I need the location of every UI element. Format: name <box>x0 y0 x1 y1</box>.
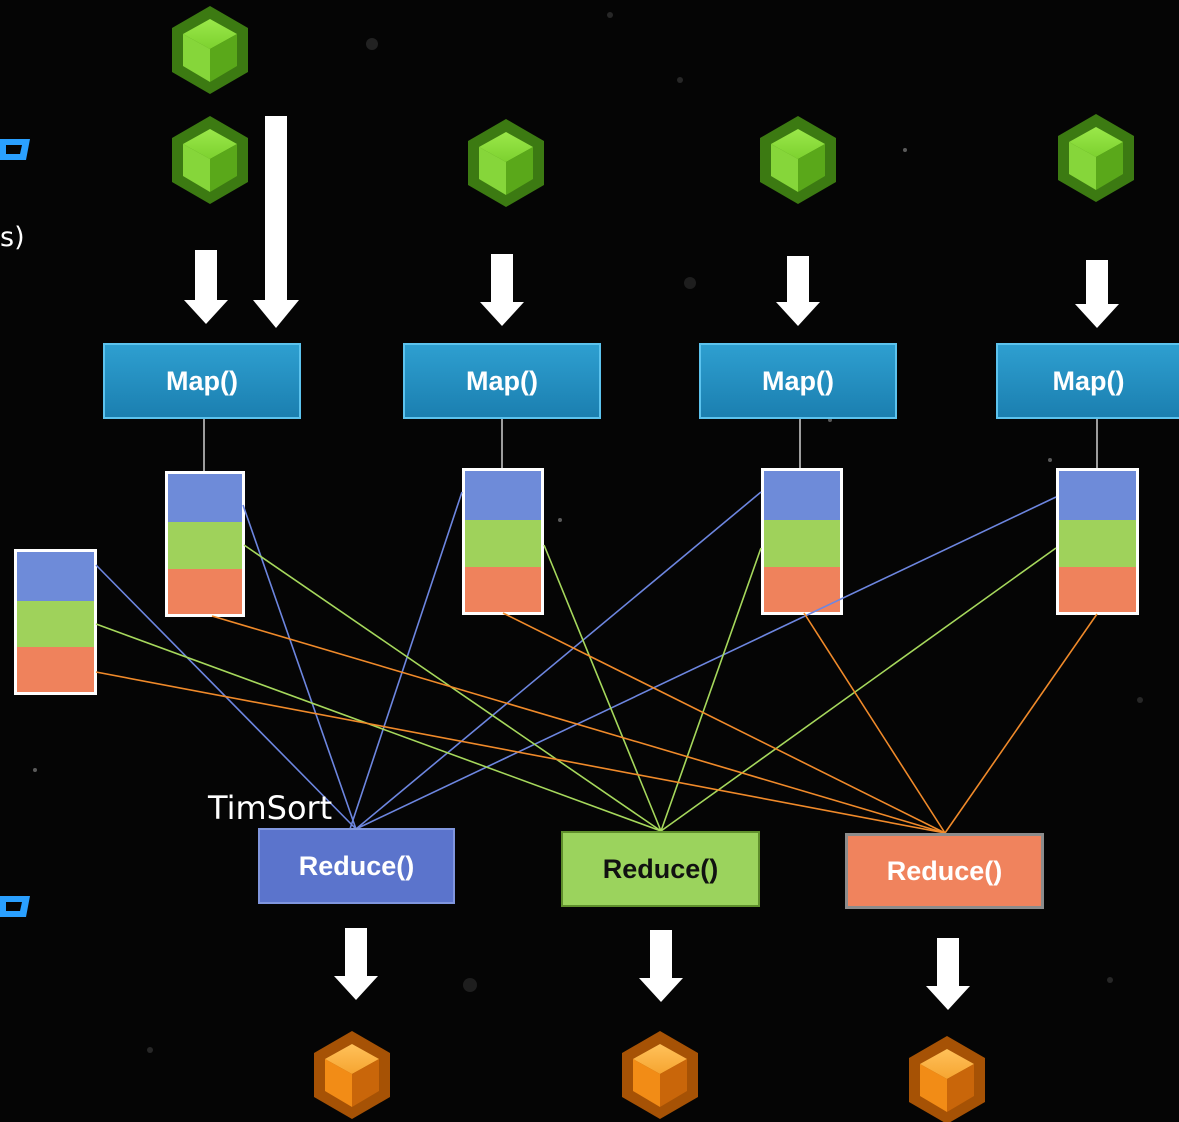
down-arrow-icon <box>184 250 228 324</box>
partition-stack <box>761 468 843 615</box>
map-box: Map() <box>699 343 897 419</box>
map-label: Map() <box>1052 365 1125 396</box>
reduce-label: Reduce() <box>298 850 415 881</box>
map-box: Map() <box>403 343 601 419</box>
down-arrow-icon <box>776 256 820 326</box>
map-label: Map() <box>466 365 538 396</box>
input-cube-icon <box>1058 114 1134 202</box>
partition-stack <box>1056 468 1139 615</box>
input-cube-icon <box>468 119 544 207</box>
down-arrow-icon <box>253 116 299 328</box>
down-arrow-icon <box>1075 260 1119 328</box>
map-label: Map() <box>166 365 238 396</box>
down-arrow-icon <box>926 938 970 1010</box>
map-label: Map() <box>762 365 834 396</box>
partial-blue-glyph-icon <box>0 896 30 917</box>
reduce-box: Reduce() <box>258 828 455 904</box>
partial-blue-glyph-icon <box>0 139 30 160</box>
partition-stack <box>14 549 97 695</box>
down-arrow-icon <box>639 930 683 1002</box>
timsort-label: TimSort <box>208 789 333 827</box>
map-box: Map() <box>103 343 301 419</box>
map-box: Map() <box>996 343 1179 419</box>
reduce-box: Reduce() <box>561 831 760 907</box>
shuffle-lines-orange <box>95 612 1098 834</box>
input-cube-icon <box>172 6 248 94</box>
partition-stack <box>165 471 245 617</box>
down-arrow-icon <box>334 928 378 1000</box>
reduce-box: Reduce() <box>845 833 1044 909</box>
starfield <box>33 12 1143 1053</box>
reduce-label: Reduce() <box>602 853 719 884</box>
input-cube-icon <box>760 116 836 204</box>
input-cube-icon <box>172 116 248 204</box>
output-cube-icon <box>314 1031 390 1119</box>
down-arrow-icon <box>480 254 524 326</box>
partial-left-text: s) <box>0 222 25 253</box>
output-cube-icon <box>909 1036 985 1122</box>
output-cube-icon <box>622 1031 698 1119</box>
map-connectors <box>203 419 1098 472</box>
partition-stack <box>462 468 544 615</box>
reduce-label: Reduce() <box>886 855 1003 886</box>
